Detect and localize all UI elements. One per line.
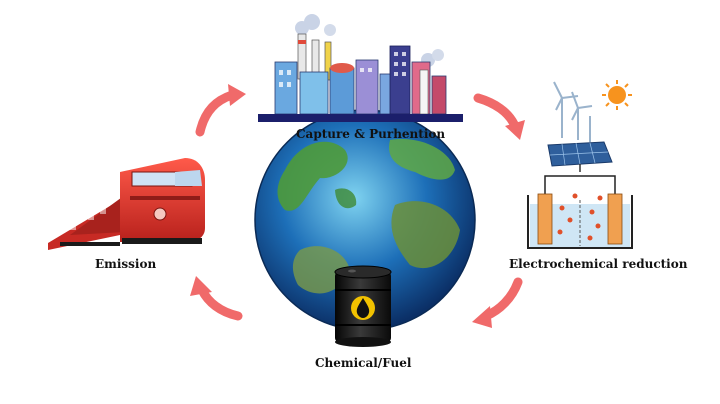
train-icon <box>48 158 205 250</box>
emission-label: Emission <box>95 257 157 271</box>
wind-turbine-icon <box>553 81 593 142</box>
electrochemical-reduction-label: Electrochemical reduction <box>509 257 688 271</box>
sun-icon <box>602 80 632 110</box>
globe-icon <box>254 109 476 331</box>
chemical-fuel-label: Chemical/Fuel <box>315 356 412 370</box>
cycle-arrow-reduction-to-chemical <box>472 277 523 328</box>
oil-barrel-icon <box>334 265 392 347</box>
solar-panel-icon <box>547 141 613 172</box>
cycle-arrow-chemical-to-emission <box>190 276 243 321</box>
cycle-arrow-emission-to-capture <box>195 84 246 137</box>
cycle-arrow-capture-to-reduction <box>473 93 525 140</box>
capture-purification-label: Capture & Purhention <box>296 127 446 141</box>
electrolysis-cell-icon <box>527 175 633 249</box>
factory-icon <box>258 14 463 122</box>
